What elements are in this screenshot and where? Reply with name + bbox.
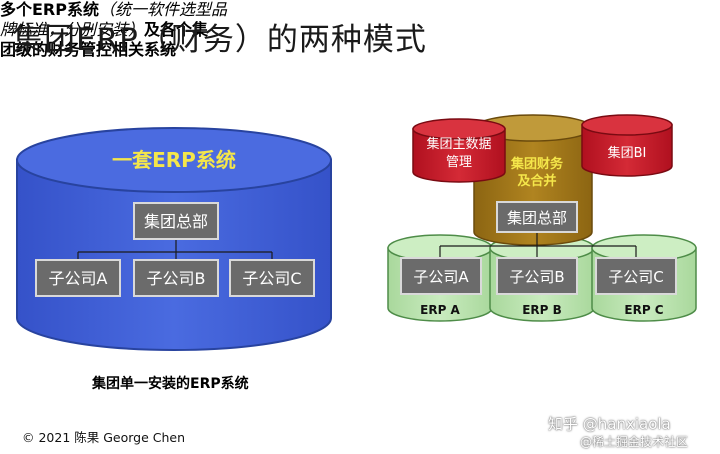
master-data-label-line2: 管理 [446, 155, 472, 170]
right-caption-italic2: 牌标准，分别安装） [0, 20, 145, 39]
right-sub-c-label: 子公司C [608, 268, 663, 286]
right-caption-bold3: 团级的财务管控相关系统 [0, 40, 177, 59]
right-hq-box [496, 201, 578, 233]
right-sub-c-box [595, 257, 677, 295]
copyright-text: © 2021 陈果 George Chen [22, 430, 186, 445]
finance-label-line2: 及合并 [517, 173, 556, 189]
right-sub-b-box [496, 257, 578, 295]
left-sub-b-label: 子公司B [147, 269, 206, 288]
right-tree-connectors [439, 232, 637, 258]
left-hq-box [133, 202, 219, 240]
left-tree-connectors [77, 240, 273, 260]
left-caption: 集团单一安装的ERP系统 [92, 376, 249, 392]
left-sub-c-label: 子公司C [242, 269, 301, 288]
single-erp-cylinder [16, 127, 332, 351]
master-data-label-line1: 集团主数据 [426, 136, 491, 152]
erp-c-label: ERP C [624, 303, 663, 317]
right-caption-italic1: （统一软件选型品 [98, 0, 227, 19]
watermark-juejin: @稀土掘金技术社区 [580, 435, 689, 449]
left-sub-c-box [229, 259, 315, 297]
right-sub-a-box [400, 257, 482, 295]
bi-label: 集团BI [608, 145, 647, 161]
left-hq-label: 集团总部 [144, 212, 208, 231]
finance-label-line1: 集团财务 [510, 156, 564, 172]
right-sub-a-label: 子公司A [413, 268, 469, 286]
left-sub-a-box [35, 259, 121, 297]
master-data-cylinder [412, 118, 506, 183]
erp-b-label: ERP B [522, 303, 562, 317]
watermark-zhihu: 知乎 @hanxiaola [548, 415, 671, 433]
right-sub-b-label: 子公司B [509, 268, 564, 286]
page-title: 集团ERP（财务）的两种模式 [12, 22, 427, 58]
left-sub-a-label: 子公司A [49, 269, 108, 288]
erp-a-label: ERP A [420, 303, 460, 317]
bi-cylinder [581, 114, 673, 177]
right-hq-label: 集团总部 [507, 209, 567, 227]
single-erp-label: 一套ERP系统 [112, 148, 236, 172]
right-caption-bold1: 多个ERP系统 [0, 0, 99, 19]
left-sub-b-box [133, 259, 219, 297]
right-caption: 多个ERP系统（统一软件选型品 牌标准，分别安装）及各个集 团级的财务管控相关系… [0, 0, 250, 60]
right-caption-bold2: 及各个集 [144, 20, 209, 39]
